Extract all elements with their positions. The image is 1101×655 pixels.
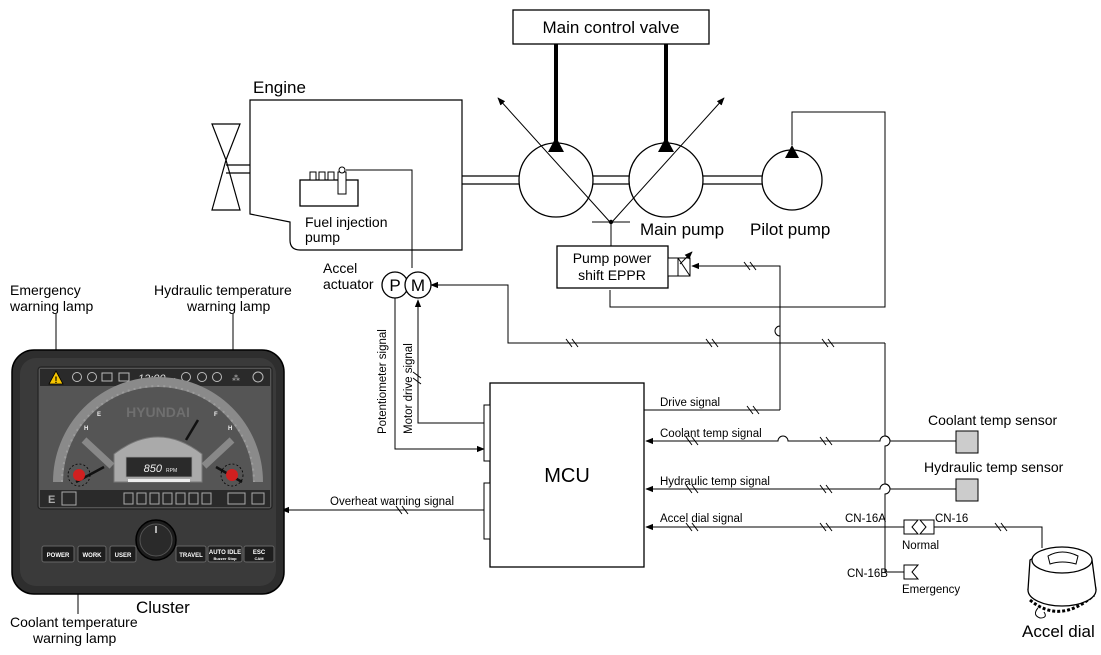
accel-dial-signal-label: Accel dial signal <box>660 513 742 525</box>
potentiometer-signal-label: Potentiometer signal <box>377 329 389 434</box>
emergency-callout-2: warning lamp <box>9 298 93 314</box>
connector-cn16: CN-16A CN-16 Normal <box>845 513 1043 552</box>
emergency-callout-1: Emergency <box>10 282 81 298</box>
mcu: MCU <box>483 382 645 568</box>
lock-icon <box>212 372 222 382</box>
gauge-h-left: H <box>84 426 88 432</box>
cluster: ! 12:00 PM ⁂ HYUNDAI H E F H 850 <box>11 349 285 617</box>
travel-icon <box>123 492 134 505</box>
coolant-callout-2: warning lamp <box>32 630 116 646</box>
fuel-injection-label-1: Fuel injection <box>305 214 388 230</box>
work-button-label: WORK <box>83 553 103 559</box>
overload-icon <box>175 492 186 505</box>
drive-signal-label: Drive signal <box>660 397 720 409</box>
cluster-brand: HYUNDAI <box>126 404 190 420</box>
fuel-icon <box>251 492 265 505</box>
accel-actuator-label-2: actuator <box>323 276 374 292</box>
camera-icon <box>227 492 246 505</box>
coolant-temperature-warning-lamp <box>73 469 85 481</box>
seat-icon <box>61 491 77 506</box>
esc-sub-label: CAM <box>254 556 264 561</box>
gauge-h-right: H <box>228 426 232 432</box>
power-button <box>41 545 75 563</box>
engine: Engine <box>211 78 463 251</box>
preheat-icon: ⁂ <box>232 373 240 383</box>
actuator-p-label: P <box>389 276 400 295</box>
eppr-label-1: Pump power <box>573 250 652 266</box>
coolant-temp-sensor: Coolant temp sensor <box>928 412 1058 454</box>
esc-button-label: ESC <box>253 550 266 556</box>
thermometer-icon <box>197 372 207 382</box>
esc-button <box>243 545 275 563</box>
normal-label: Normal <box>902 540 939 552</box>
auto-idle-button-label: AUTO IDLE <box>209 550 241 556</box>
power-button-label: POWER <box>47 553 70 559</box>
hydraulic-callout-1: Hydraulic temperature <box>154 282 292 298</box>
cn16-label: CN-16 <box>935 513 968 525</box>
cn16a-label: CN-16A <box>845 513 886 525</box>
rpm-unit: RPM <box>166 468 177 474</box>
main-pump-2 <box>611 97 725 223</box>
accel-actuator: Accel actuator P M <box>323 260 432 299</box>
main-control-valve: Main control valve <box>512 9 710 45</box>
gauge-e: E <box>97 412 101 418</box>
fuel-injection-label-2: pump <box>305 229 340 245</box>
mcu-label: MCU <box>544 465 590 487</box>
user-button-label: USER <box>115 553 132 559</box>
connector-cn16b: CN-16B Emergency <box>847 564 960 596</box>
main-control-valve-label: Main control valve <box>542 18 679 37</box>
bottom-e-label: E <box>48 494 55 506</box>
pilot-pump: Pilot pump <box>750 145 830 239</box>
emergency-warning-lamp-icon <box>48 370 64 385</box>
accel-dial: Accel dial <box>1022 546 1097 641</box>
hydraulic-temp-signal-label: Hydraulic temp signal <box>660 476 770 488</box>
coolant-temp-signal-label: Coolant temp signal <box>660 428 762 440</box>
pump-power-shift-eppr: Pump power shift EPPR <box>556 245 693 289</box>
main-pump-1 <box>497 97 611 223</box>
breaker-icon <box>188 492 199 505</box>
cluster-label: Cluster <box>136 598 190 617</box>
user-button <box>109 545 137 563</box>
fan-blade-top <box>211 123 241 162</box>
attachment-icon <box>201 492 212 505</box>
overheat-warning-signal-label: Overheat warning signal <box>330 496 454 508</box>
engine-oil-icon <box>72 372 82 382</box>
battery-icon <box>118 372 130 382</box>
work-light-icon <box>136 492 147 505</box>
coolant-callout-1: Coolant temperature <box>10 614 138 630</box>
washer-icon <box>162 492 173 505</box>
motor-drive-signal-label: Motor drive signal <box>403 343 415 434</box>
fuel-injection-pump: Fuel injection pump <box>299 166 388 245</box>
accel-actuator-label-1: Accel <box>323 260 357 276</box>
engine-label: Engine <box>253 78 306 97</box>
wiper-icon <box>149 492 160 505</box>
gauge-f: F <box>214 412 218 418</box>
rpm-value: 850 <box>144 463 163 475</box>
hydraulic-callout-2: warning lamp <box>186 298 270 314</box>
pilot-pump-label: Pilot pump <box>750 220 830 239</box>
emergency-label: Emergency <box>902 584 960 596</box>
hydraulic-temp-sensor-label: Hydraulic temp sensor <box>924 459 1064 475</box>
fan-blade-bottom <box>211 157 241 211</box>
travel-button-label: TRAVEL <box>179 553 203 559</box>
gear-icon <box>252 371 264 383</box>
auto-idle-sub-label: Buzzer Stop <box>213 556 237 561</box>
cn16b-label: CN-16B <box>847 568 888 580</box>
travel-button <box>175 545 207 563</box>
accel-dial-label: Accel dial <box>1022 622 1095 641</box>
hydraulic-temp-sensor: Hydraulic temp sensor <box>924 459 1064 502</box>
air-cleaner-icon <box>101 372 113 382</box>
auto-idle-button <box>207 545 243 563</box>
actuator-m-label: M <box>411 276 425 295</box>
work-button <box>77 545 107 563</box>
pressure-icon <box>87 372 97 382</box>
hydraulic-temperature-warning-lamp <box>226 469 238 481</box>
svg-text:!: ! <box>55 375 58 385</box>
coolant-temp-sensor-label: Coolant temp sensor <box>928 412 1058 428</box>
main-pump-label: Main pump <box>640 220 724 239</box>
eppr-label-2: shift EPPR <box>578 267 646 283</box>
